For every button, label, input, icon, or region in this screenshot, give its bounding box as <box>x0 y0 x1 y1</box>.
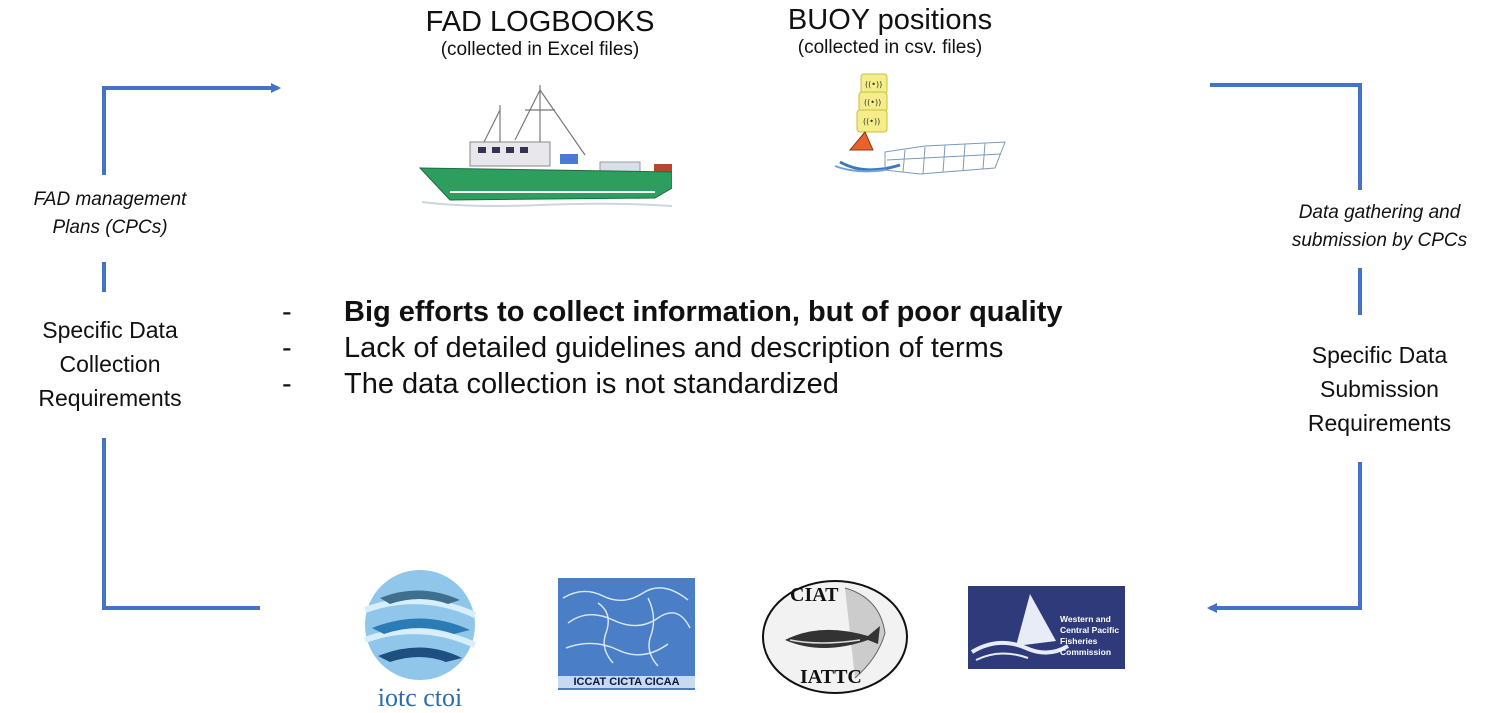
left-process-line1: FAD management <box>33 189 187 210</box>
buoy-image: ((•)) ((•)) ((•)) <box>834 73 1006 175</box>
right-arrow-bottom <box>1207 462 1362 613</box>
right-req-line3: Requirements <box>1307 410 1452 436</box>
issue-item: - Lack of detailed guidelines and descri… <box>282 330 1063 366</box>
left-req-line3: Requirements <box>38 385 182 411</box>
left-arrow-bottom <box>102 438 260 610</box>
svg-text:((•)): ((•)) <box>865 80 882 89</box>
iccat-label: ICCAT CICTA CICAA <box>558 676 695 688</box>
issue-item: - The data collection is not standardize… <box>282 366 1063 402</box>
right-req-line1: Specific Data <box>1311 342 1448 368</box>
wcpfc-label-line4: Commission <box>1060 647 1112 657</box>
fad-logbooks-title: FAD LOGBOOKS <box>425 6 655 38</box>
bullet-dash: - <box>282 332 292 364</box>
fishing-vessel-image <box>418 85 672 207</box>
right-process-line1: Data gathering and <box>1298 202 1461 223</box>
wcpfc-label-line2: Central Pacific <box>1060 625 1120 635</box>
iattc-top-label: CIAT <box>790 584 839 606</box>
issues-list: - Big efforts to collect information, bu… <box>282 294 1063 402</box>
iattc-emblem-icon <box>762 580 908 694</box>
iotc-label: iotc ctoi <box>377 683 463 712</box>
left-req-line1: Specific Data <box>42 317 178 343</box>
wcpfc-logo: Western and Central Pacific Fisheries Co… <box>968 586 1125 669</box>
svg-text:((•)): ((•)) <box>863 117 880 126</box>
iotc-logo: iotc ctoi <box>350 570 490 712</box>
iattc-logo: CIAT IATTC <box>760 578 910 696</box>
left-process-line2: Plans (CPCs) <box>52 217 168 238</box>
buoy-positions-title: BUOY positions <box>787 4 993 36</box>
iccat-map-icon <box>562 587 691 667</box>
left-arrow-top <box>102 83 281 175</box>
iotc-globe-icon <box>363 570 477 680</box>
fad-logbooks-subtitle: (collected in Excel files) <box>440 39 640 60</box>
issue-text: Lack of detailed guidelines and descript… <box>344 332 1004 364</box>
wcpfc-label-line1: Western and <box>1060 614 1111 624</box>
bullet-dash: - <box>282 296 292 328</box>
buoy-positions-subtitle: (collected in csv. files) <box>797 37 983 58</box>
wcpfc-sail-icon <box>970 594 1070 661</box>
issue-item: - Big efforts to collect information, bu… <box>282 294 1063 330</box>
issue-text: Big efforts to collect information, but … <box>344 296 1063 328</box>
right-arrow-top <box>1210 83 1362 190</box>
issue-text: The data collection is not standardized <box>344 368 839 400</box>
left-req-line2: Collection <box>59 351 161 377</box>
right-process-line2: submission by CPCs <box>1291 230 1468 251</box>
iccat-logo: ICCAT CICTA CICAA <box>558 578 695 690</box>
svg-text:((•)): ((•)) <box>864 98 881 107</box>
right-req-line2: Submission <box>1320 376 1439 402</box>
bullet-dash: - <box>282 368 292 400</box>
wcpfc-label-line3: Fisheries <box>1060 636 1098 646</box>
iattc-bottom-label: IATTC <box>800 666 862 688</box>
